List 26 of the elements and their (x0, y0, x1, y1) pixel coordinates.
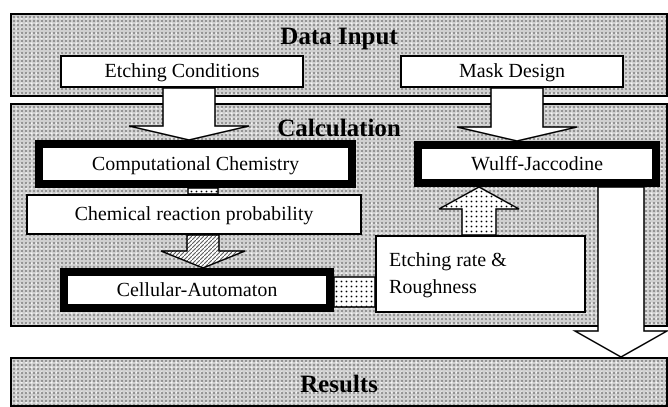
block-connector (187, 187, 219, 195)
box-label: Wulff-Jaccodine (470, 152, 604, 176)
stage-title: Results (300, 371, 378, 399)
stage-title: Data Input (280, 23, 398, 51)
process-box (414, 141, 660, 187)
stage-panel (10, 13, 668, 97)
box-label: Etching Conditions (104, 59, 260, 84)
data-box (375, 235, 586, 313)
data-box (26, 194, 362, 235)
box-label: Etching rate & Roughness (389, 248, 508, 300)
process-box (35, 140, 356, 188)
stage-panel (10, 357, 668, 407)
box-label: Mask Design (458, 59, 566, 84)
data-box (400, 55, 624, 88)
block-arrow (438, 186, 520, 236)
block-arrow (456, 87, 578, 142)
block-arrow (572, 186, 668, 358)
block-arrow (128, 87, 250, 141)
block-connector (333, 276, 376, 308)
box-label: Chemical reaction probability (74, 202, 314, 227)
block-arrow (160, 234, 246, 269)
box-label: Computational Chemistry (92, 152, 300, 176)
stage-title: Calculation (277, 115, 401, 143)
box-label: Cellular-Automaton (116, 278, 278, 302)
data-box (60, 55, 304, 88)
process-box (60, 268, 334, 312)
